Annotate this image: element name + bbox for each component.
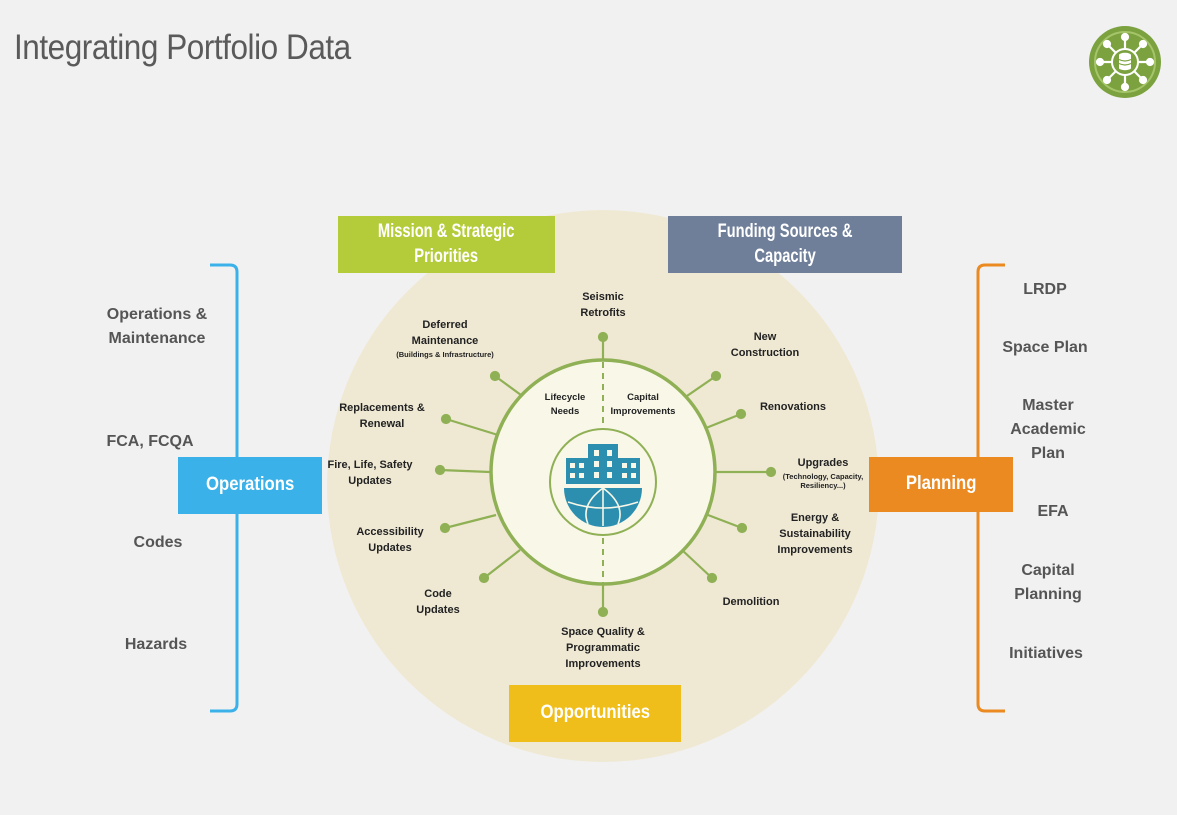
database-network-icon	[1089, 26, 1161, 98]
operations-item: FCA, FCQA	[106, 433, 194, 450]
spoke-code-line	[483, 549, 521, 579]
spoke-renovations-line	[705, 412, 742, 430]
funding-label-2: Capacity	[754, 245, 816, 267]
spoke-demolition-line	[681, 549, 713, 579]
spoke-fire-line	[439, 468, 491, 474]
planning-item: Space Plan	[1002, 339, 1088, 356]
operations-item: Codes	[133, 534, 183, 551]
planning-label: Planning	[905, 473, 977, 495]
planning-item: LRDP	[1023, 281, 1067, 298]
planning-item: EFA	[1037, 503, 1069, 520]
mission-label-2: Priorities	[414, 245, 479, 267]
spoke-accessibility-line	[444, 513, 497, 530]
operations-label: Operations	[205, 474, 295, 496]
opportunities-box: Opportunities	[509, 685, 681, 742]
spoke-renovations-label: Renovations	[759, 401, 826, 413]
operations-box: Operations	[178, 457, 322, 514]
operations-item: Hazards	[124, 636, 188, 653]
spoke-demolition-label: Demolition	[722, 596, 780, 608]
mission-label-1: Mission & Strategic	[378, 220, 515, 242]
funding-label-1: Funding Sources &	[717, 220, 853, 242]
page-title: Integrating Portfolio Data	[14, 28, 351, 67]
spoke-replacements-line	[445, 417, 499, 437]
planning-item: Initiatives	[1009, 645, 1083, 662]
operations-item: Operations &Maintenance	[106, 306, 208, 347]
spoke-energy-line	[707, 513, 743, 530]
planning-box: Planning	[869, 457, 1013, 512]
funding-box: Funding Sources & Capacity	[668, 216, 902, 273]
spoke-replacements-label: Replacements &Renewal	[339, 402, 425, 430]
spoke-upgrades-label: Upgrades(Technology, Capacity,Resiliency…	[782, 457, 864, 490]
opportunities-label: Opportunities	[540, 702, 650, 724]
